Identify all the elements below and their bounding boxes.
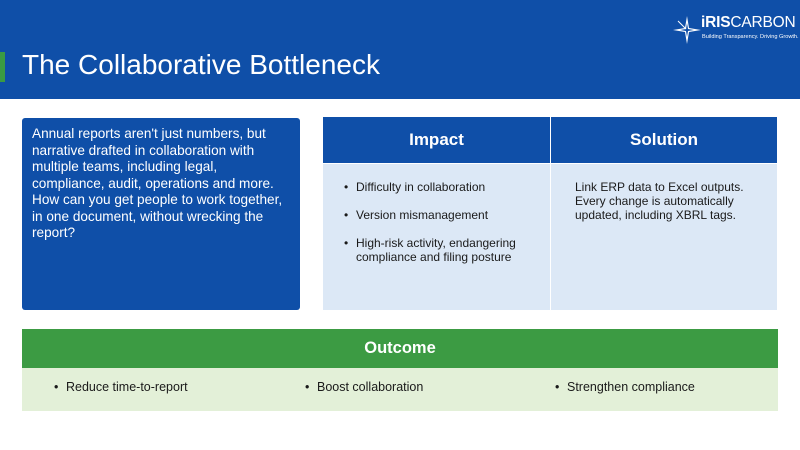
list-item: • Version mismanagement <box>344 208 536 222</box>
impact-cell: • Difficulty in collaboration • Version mi… <box>323 164 550 310</box>
impact-item-text: High-risk activity, endangering complian… <box>356 236 516 264</box>
title-accent-bar <box>0 52 5 82</box>
logo-wordmark: iRISCARBON <box>701 14 796 32</box>
bullet-icon: • <box>54 380 59 394</box>
bullet-icon: • <box>555 380 560 394</box>
list-item: • Strengthen compliance <box>555 380 767 395</box>
outcome-item-text: Strengthen compliance <box>567 380 695 394</box>
star-burst-icon <box>673 16 701 44</box>
bullet-icon: • <box>305 380 310 394</box>
impact-item-text: Version mismanagement <box>356 208 489 222</box>
logo-tagline: Building Transparency. Driving Growth. <box>702 34 799 40</box>
logo-word-regular: CARBON <box>730 14 796 31</box>
outcome-header: Outcome <box>22 329 778 368</box>
bullet-icon: • <box>344 208 349 222</box>
impact-list: • Difficulty in collaboration • Version mi… <box>344 180 536 278</box>
solution-header: Solution <box>551 117 777 163</box>
header-bar <box>0 0 800 99</box>
slide-title: The Collaborative Bottleneck <box>22 49 380 80</box>
solution-text: Link ERP data to Excel outputs. Every ch… <box>575 180 744 222</box>
solution-cell: Link ERP data to Excel outputs. Every ch… <box>551 164 777 310</box>
list-item: • Reduce time-to-report <box>54 380 196 395</box>
outcome-item-text: Boost collaboration <box>317 380 424 394</box>
impact-item-text: Difficulty in collaboration <box>356 180 486 194</box>
list-item: • Difficulty in collaboration <box>344 180 536 194</box>
list-item: • High-risk activity, endangering complia… <box>344 236 536 264</box>
bullet-icon: • <box>344 180 349 194</box>
impact-header: Impact <box>323 117 550 163</box>
outcome-cell: • Reduce time-to-report • Boost collaborat… <box>22 368 778 411</box>
question-box: Annual reports aren't just numbers, but … <box>22 118 300 310</box>
list-item: • Boost collaboration <box>305 380 517 395</box>
company-logo: iRISCARBON Building Transparency. Drivin… <box>672 13 799 47</box>
bullet-icon: • <box>344 236 349 250</box>
outcome-item-text: Reduce time-to-report <box>66 380 188 394</box>
question-text: Annual reports aren't just numbers, but … <box>32 126 283 240</box>
logo-word-bold: iRIS <box>701 14 731 31</box>
